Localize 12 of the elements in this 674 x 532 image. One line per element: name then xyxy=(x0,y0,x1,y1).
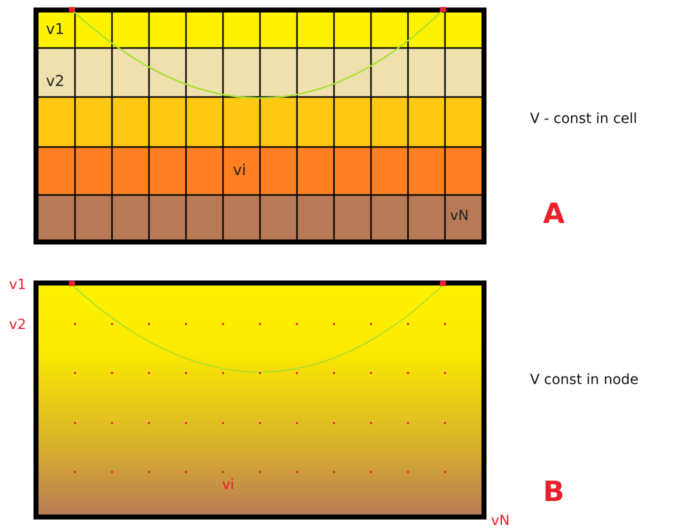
variable-label: v1 xyxy=(9,278,26,292)
panel-letter: B xyxy=(543,478,564,506)
variable-label: vN xyxy=(491,514,510,528)
variable-label: v2 xyxy=(9,318,26,332)
variable-label: vi xyxy=(233,163,246,178)
annotation-text: V const in node xyxy=(530,373,639,387)
variable-label: v1 xyxy=(46,22,64,37)
variable-label: vN xyxy=(450,209,469,223)
variable-label: v2 xyxy=(46,74,64,89)
variable-label: vi xyxy=(222,478,234,492)
panel-letter: A xyxy=(543,200,565,228)
annotation-text: V - const in cell xyxy=(530,112,638,126)
